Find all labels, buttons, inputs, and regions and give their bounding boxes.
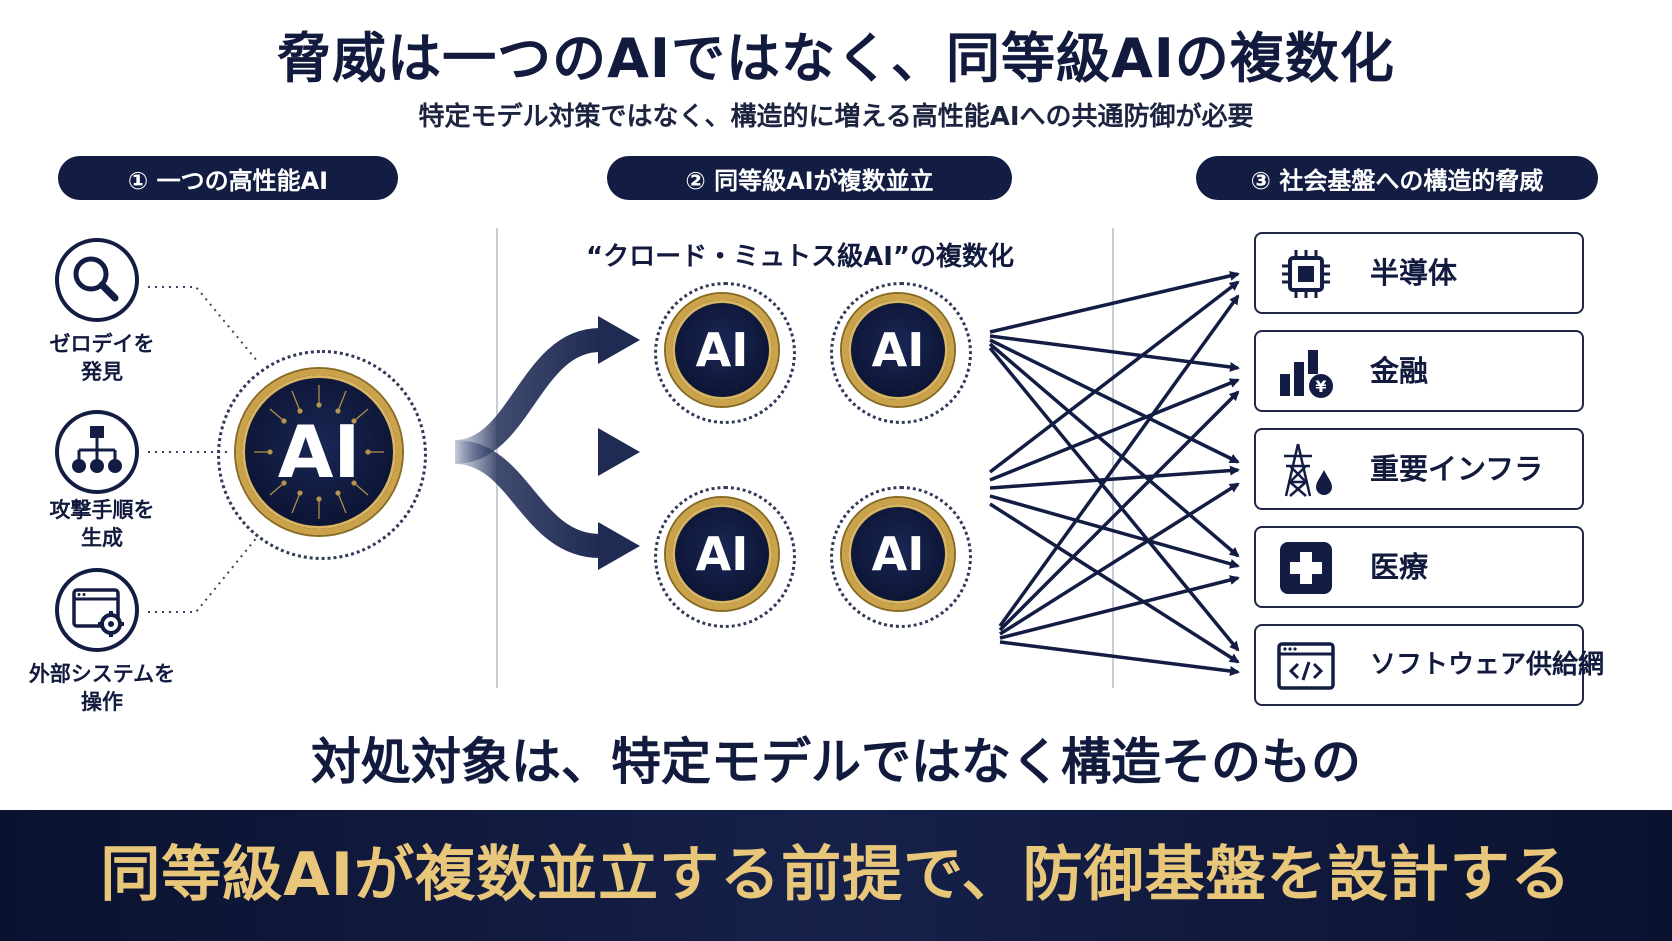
section-1-pill: ① 一つの高性能AI [58, 156, 398, 200]
window-gear-icon [72, 588, 124, 637]
target-card-finance: ¥ 金融 [1254, 330, 1584, 412]
split-arrow-upper [453, 328, 602, 464]
core-ai-badge: AI [236, 369, 402, 535]
section-3-pill: ③ 社会基盤への構造的脅威 [1196, 156, 1598, 200]
model-badge-2: AI [842, 294, 954, 406]
target-label-medical: 医療 [1370, 550, 1429, 584]
chip-icon [1282, 250, 1330, 298]
model-badge-3: AI [666, 498, 778, 610]
target-label-semiconductor: 半導体 [1370, 256, 1458, 290]
capability-label-external: 外部システムを操作 [28, 662, 176, 714]
target-card-infrastructure: 重要インフラ [1254, 428, 1584, 510]
banner-text: 同等級AIが複数並立する前提で、防御基盤を設計する [100, 840, 1572, 910]
power-tower-icon [1284, 443, 1332, 497]
threat-arrows [988, 270, 1240, 676]
model-badge-1: AI [666, 294, 778, 406]
arrowhead-lower [598, 522, 640, 570]
model-label-2: AI [871, 323, 925, 377]
model-ring-3 [654, 486, 796, 628]
section-2-pill: ② 同等級AIが複数並立 [607, 156, 1012, 200]
target-card-semiconductor: 半導体 [1254, 232, 1584, 314]
svg-text:¥: ¥ [1315, 377, 1326, 396]
attack-steps-icon-circle [55, 410, 139, 494]
model-label-1: AI [695, 323, 749, 377]
target-label-finance: 金融 [1370, 354, 1429, 388]
capability-label-zero-day: ゼロデイを発見 [49, 332, 155, 384]
external-control-icon-circle [55, 568, 139, 652]
page-subtitle: 特定モデル対策ではなく、構造的に増える高性能AIへの共通防御が必要 [418, 102, 1254, 132]
model-ring-2 [830, 282, 972, 424]
bottom-banner: 同等級AIが複数並立する前提で、防御基盤を設計する [0, 810, 1672, 941]
section-2-label: ② 同等級AIが複数並立 [685, 166, 934, 195]
section-3-label: ③ 社会基盤への構造的脅威 [1250, 166, 1544, 195]
arrowhead-upper [598, 316, 640, 364]
target-label-software-supply-chain: ソフトウェア供給網 [1370, 650, 1605, 680]
model-label-3: AI [695, 527, 749, 581]
core-ai-dotted-ring [217, 350, 427, 560]
model-badge-4: AI [842, 498, 954, 610]
core-ai-label: AI [277, 410, 361, 494]
capability-label-attack: 攻撃手順を生成 [49, 498, 155, 550]
divider-left [496, 228, 498, 688]
circuit-pattern-icon [254, 385, 384, 519]
target-card-medical: 医療 [1254, 526, 1584, 608]
finance-chart-icon: ¥ [1280, 350, 1333, 398]
code-window-icon [1277, 642, 1335, 690]
section-1-label: ① 一つの高性能AI [127, 166, 329, 195]
divider-right [1112, 228, 1114, 688]
model-ring-4 [830, 486, 972, 628]
model-ring-1 [654, 282, 796, 424]
flowchart-icon [72, 426, 122, 473]
model-label-4: AI [871, 527, 925, 581]
middle-caption: “クロード・ミュトス級AI”の複数化 [586, 242, 1014, 272]
arrowhead-middle [598, 428, 640, 476]
page-title: 脅威は一つのAIではなく、同等級AIの複数化 [277, 27, 1395, 90]
magnifier-icon [73, 256, 119, 302]
zero-day-discovery-icon-circle [55, 238, 139, 322]
target-label-infrastructure: 重要インフラ [1370, 452, 1544, 486]
target-card-software-supply-chain: ソフトウェア供給網 [1254, 624, 1604, 706]
medical-cross-icon [1280, 542, 1332, 594]
split-arrow-lower [454, 440, 601, 558]
conclusion-text: 対処対象は、特定モデルではなく構造そのもの [311, 733, 1361, 791]
